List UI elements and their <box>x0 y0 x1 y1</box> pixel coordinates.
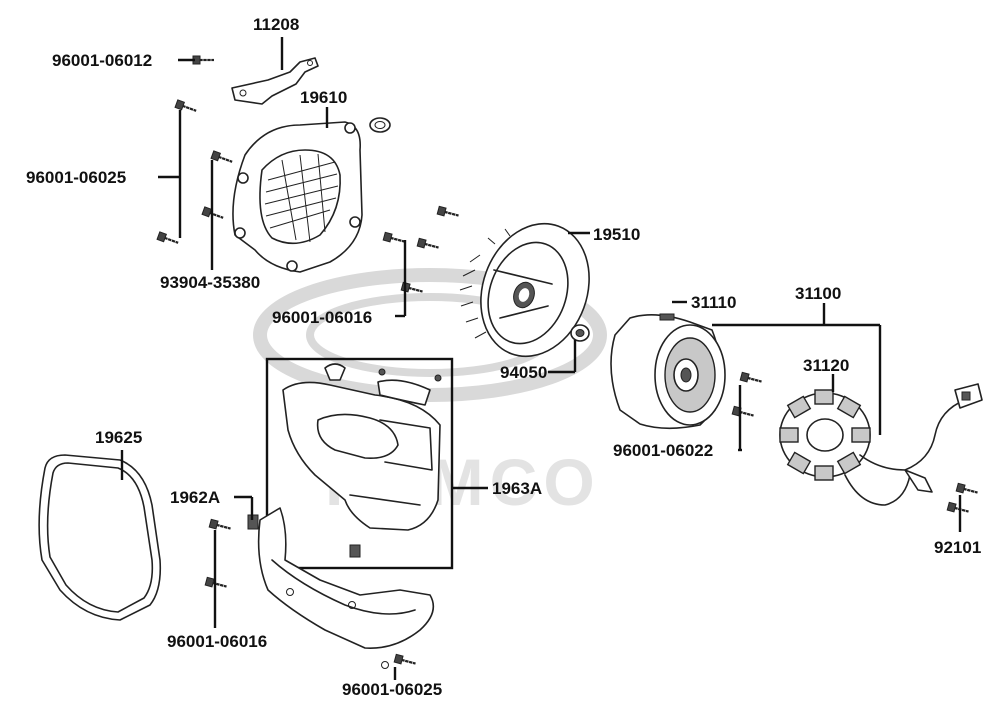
bolt-96001-06022-b[interactable] <box>731 405 756 421</box>
gasket-19625[interactable] <box>38 454 162 621</box>
label-1963A: 1963A <box>492 479 542 498</box>
label-96001-06016-low: 96001-06016 <box>167 632 267 651</box>
bolt-92101-a[interactable] <box>955 482 980 498</box>
bracket-11208[interactable] <box>231 57 319 105</box>
label-1962A: 1962A <box>170 488 220 507</box>
label-31120: 31120 <box>803 356 849 375</box>
label-93904-35380: 93904-35380 <box>160 273 260 292</box>
bolt-96001-06016-a[interactable] <box>382 231 407 247</box>
label-19625: 19625 <box>95 428 142 447</box>
group-box-1963A <box>265 357 454 570</box>
label-96001-06022: 96001-06022 <box>613 441 713 460</box>
label-31110: 31110 <box>691 293 736 312</box>
bolt-96001-06025-b[interactable] <box>155 230 181 248</box>
bolt-96001-06016-lower-b[interactable] <box>204 576 229 592</box>
part-number-labels: 11208 96001-06012 19610 96001-06025 9390… <box>26 15 981 699</box>
shroud-1963A[interactable] <box>282 363 442 558</box>
stator-31120[interactable] <box>779 383 983 506</box>
bolt-96001-06025-a[interactable] <box>173 98 199 116</box>
label-92101: 92101 <box>934 538 981 557</box>
nut-94050[interactable] <box>570 324 590 342</box>
bolt-96001-06012[interactable] <box>191 54 216 66</box>
grommet[interactable] <box>369 117 391 133</box>
label-96001-06012: 96001-06012 <box>52 51 152 70</box>
label-19610: 19610 <box>300 88 347 107</box>
flywheel-31110[interactable] <box>610 313 726 430</box>
label-96001-06025-low: 96001-06025 <box>342 680 442 699</box>
label-31100: 31100 <box>795 284 841 303</box>
label-94050: 94050 <box>500 363 547 382</box>
bolt-96001-06016-c[interactable] <box>436 205 461 221</box>
shroud-1962A[interactable] <box>247 507 435 669</box>
label-11208: 11208 <box>253 15 299 34</box>
bolt-93904-35380-b[interactable] <box>200 205 226 223</box>
label-19510: 19510 <box>593 225 640 244</box>
bolt-96001-06022-a[interactable] <box>739 371 764 387</box>
leader-lines <box>120 37 962 680</box>
bolt-96001-06025-lower[interactable] <box>393 653 418 669</box>
cooling-fan-19510[interactable] <box>459 208 607 371</box>
bolt-96001-06016-b[interactable] <box>416 237 441 253</box>
bolt-93904-35380-a[interactable] <box>209 149 235 167</box>
bolt-92101-b[interactable] <box>946 501 971 517</box>
bolt-96001-06016-lower-a[interactable] <box>208 518 233 534</box>
label-96001-06016-mid: 96001-06016 <box>272 308 372 327</box>
fan-cover-19610[interactable] <box>232 121 363 273</box>
label-96001-06025-top: 96001-06025 <box>26 168 126 187</box>
